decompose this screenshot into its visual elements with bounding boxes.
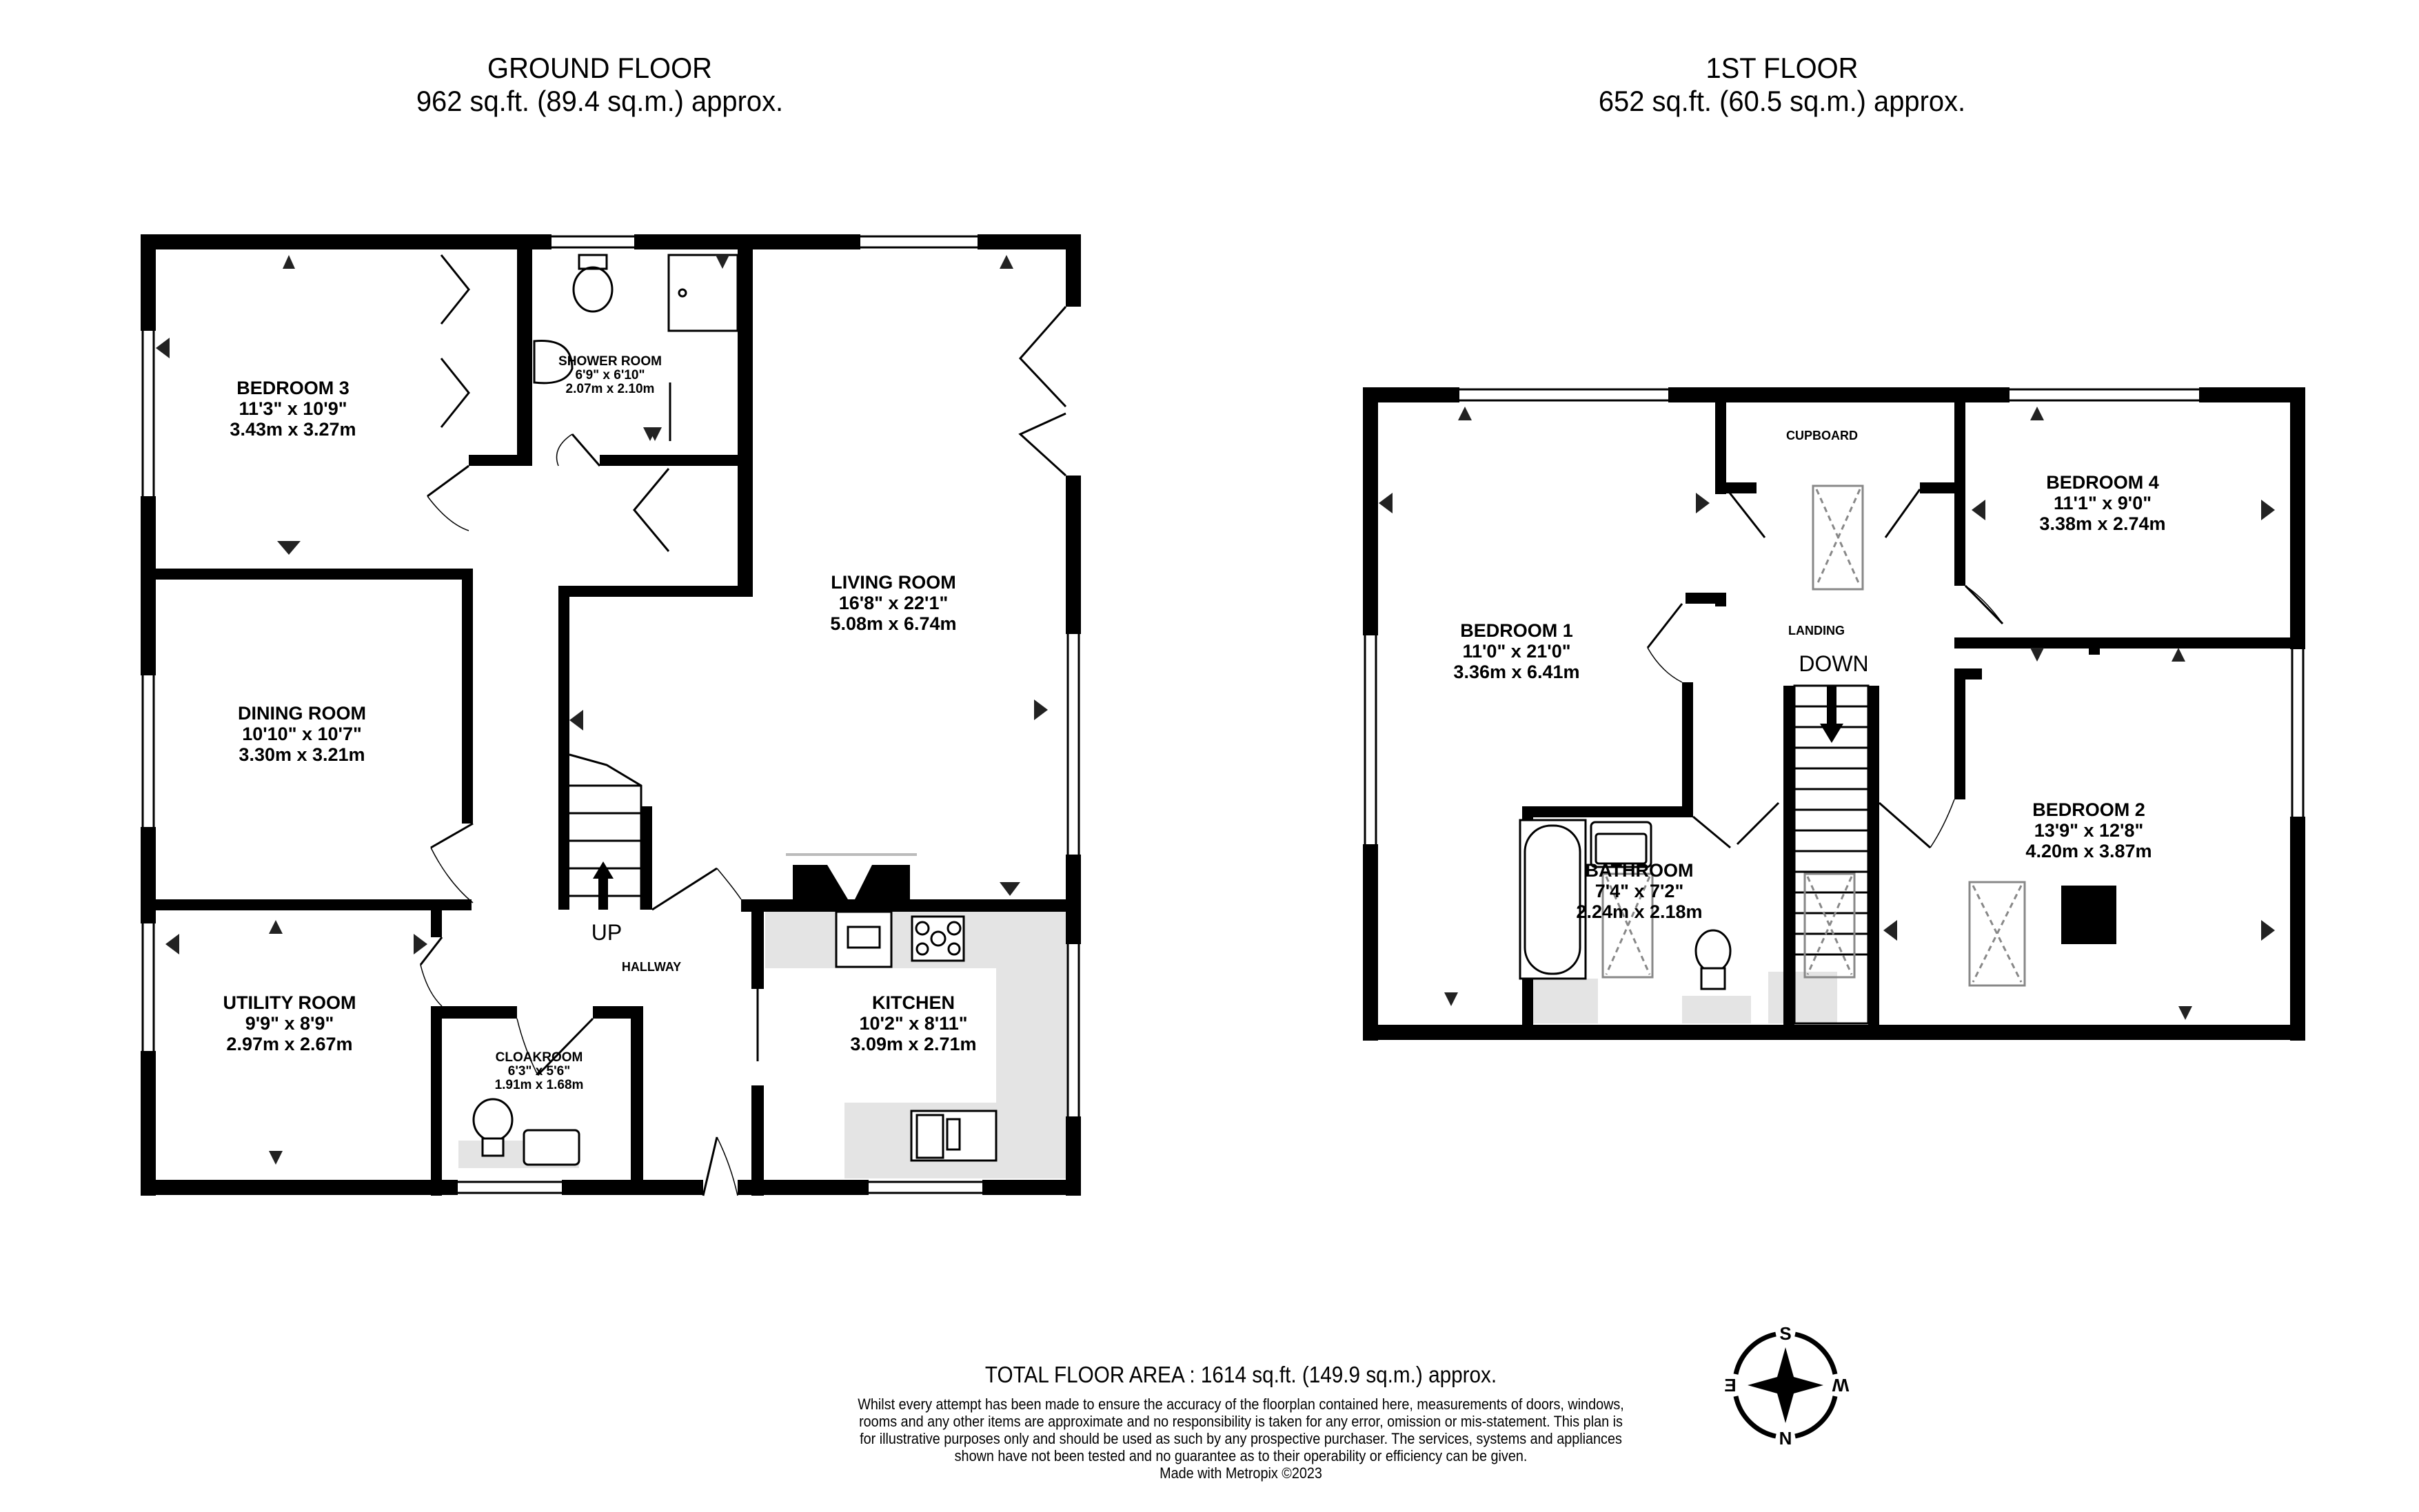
cloakroom-toilet-icon bbox=[472, 1098, 514, 1157]
total-floor-area: TOTAL FLOOR AREA : 1614 sq.ft. (149.9 sq… bbox=[984, 1362, 1497, 1387]
stairs-down-arrow-icon bbox=[1820, 686, 1843, 743]
compass-rose-icon: S N E W bbox=[1724, 1323, 1849, 1449]
ground-interior-walls bbox=[141, 234, 1081, 1196]
stair-hatch-icon bbox=[1803, 872, 1856, 979]
room-label-dining-room: DINING ROOM 10'10" x 10'7" 3.30m x 3.21m bbox=[238, 703, 366, 765]
room-label-bedroom-3: BEDROOM 3 11'3" x 10'9" 3.43m x 3.27m bbox=[230, 378, 356, 440]
stairs-down-label: DOWN bbox=[1799, 651, 1869, 676]
ground-doors bbox=[419, 254, 1067, 1196]
disclaimer-text: Whilst every attempt has been made to en… bbox=[858, 1396, 1624, 1464]
first-interior-walls bbox=[1522, 387, 2305, 1034]
landing-label: LANDING bbox=[1788, 624, 1845, 637]
bathroom-basin-icon bbox=[1590, 821, 1652, 868]
footer: TOTAL FLOOR AREA : 1614 sq.ft. (149.9 sq… bbox=[758, 1361, 1723, 1482]
compass-right-label: W bbox=[1832, 1375, 1849, 1396]
ground-floor-header: GROUND FLOOR 962 sq.ft. (89.4 sq.m.) app… bbox=[371, 52, 829, 118]
bedroom2-hatch-icon bbox=[1968, 881, 2026, 987]
first-doors bbox=[1646, 489, 2004, 849]
compass-top-label: S bbox=[1779, 1323, 1791, 1344]
hallway-label: HALLWAY bbox=[621, 960, 682, 974]
hob-icon bbox=[911, 915, 965, 962]
ground-outer-walls bbox=[141, 234, 1081, 1196]
bathroom-hatch-icon bbox=[1601, 872, 1654, 979]
room-label-bedroom-2: BEDROOM 2 13'9" x 12'8" 4.20m x 3.87m bbox=[2025, 799, 2152, 861]
bathroom-toilet-icon bbox=[1694, 929, 1732, 990]
stairs-up-arrow-icon bbox=[593, 861, 614, 910]
room-label-bathroom: BATHROOM 7'4" x 7'2" 2.24m x 2.18m bbox=[1576, 860, 1703, 922]
loft-hatch-icon bbox=[1812, 484, 1864, 591]
ground-windows bbox=[141, 235, 1080, 1194]
basin-icon bbox=[533, 340, 574, 385]
first-outer-walls bbox=[1363, 387, 2305, 1041]
toilet-icon bbox=[572, 254, 614, 313]
room-label-utility-room: UTILITY ROOM 9'9" x 8'9" 2.97m x 2.67m bbox=[223, 992, 356, 1054]
stairs-up-label: UP bbox=[591, 920, 623, 945]
ground-floor-title: GROUND FLOOR bbox=[487, 52, 712, 84]
credit-text: Made with Metropix ©2023 bbox=[1160, 1464, 1322, 1482]
ground-view-markers bbox=[156, 255, 1048, 1165]
ground-floor-plan bbox=[141, 234, 1081, 1196]
ground-floor-area: 962 sq.ft. (89.4 sq.m.) approx. bbox=[416, 85, 784, 117]
fireplace-icon bbox=[786, 853, 917, 899]
room-label-bedroom-4: BEDROOM 4 11'1" x 9'0" 3.38m x 2.74m bbox=[2039, 472, 2166, 534]
cloakroom-basin-icon bbox=[523, 1129, 580, 1166]
first-floor-area: 652 sq.ft. (60.5 sq.m.) approx. bbox=[1598, 85, 1966, 117]
room-label-cloakroom: CLOAKROOM 6'3" x 5'6" 1.91m x 1.68m bbox=[494, 1050, 584, 1092]
first-floor-header: 1ST FLOOR 652 sq.ft. (60.5 sq.m.) approx… bbox=[1553, 52, 2012, 118]
room-label-shower-room: SHOWER ROOM 6'9" x 6'10" 2.07m x 2.10m bbox=[558, 354, 662, 396]
oven-icon bbox=[835, 910, 893, 968]
first-windows bbox=[1364, 388, 2305, 844]
compass-left-label: E bbox=[1724, 1375, 1736, 1396]
shower-tray-icon bbox=[667, 254, 739, 332]
first-floor-title: 1ST FLOOR bbox=[1706, 52, 1859, 84]
cupboard-label: CUPBOARD bbox=[1785, 429, 1859, 442]
room-label-kitchen: KITCHEN 10'2" x 8'11" 3.09m x 2.71m bbox=[850, 992, 977, 1054]
bathtub-icon bbox=[1519, 819, 1587, 980]
first-view-markers bbox=[1379, 407, 2275, 1020]
kitchen-sink-icon bbox=[910, 1110, 998, 1162]
compass-bottom-label: N bbox=[1779, 1428, 1792, 1449]
chimney-stack-icon bbox=[2061, 886, 2116, 944]
first-floor-plan bbox=[1363, 387, 2305, 1041]
room-label-living-room: LIVING ROOM 16'8" x 22'1" 5.08m x 6.74m bbox=[830, 572, 957, 634]
bathroom-counters bbox=[1522, 972, 1837, 1023]
room-label-bedroom-1: BEDROOM 1 11'0" x 21'0" 3.36m x 6.41m bbox=[1453, 620, 1580, 682]
